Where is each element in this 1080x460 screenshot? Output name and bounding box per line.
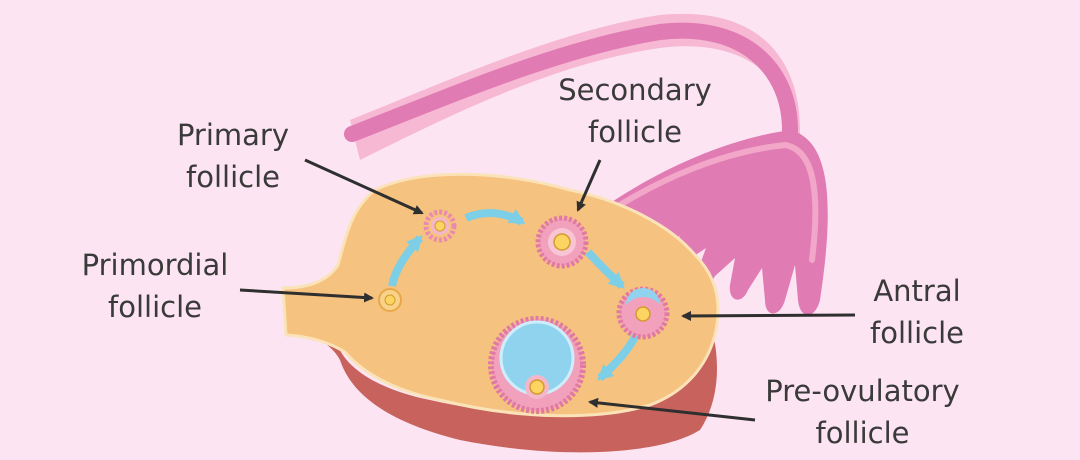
label-primary-follicle: Primary follicle (168, 114, 298, 198)
label-primordial-line2: follicle (108, 290, 202, 324)
primary-follicle (423, 209, 457, 243)
label-pointers (239, 158, 856, 422)
label-primordial-line1: Primordial (81, 248, 229, 282)
label-primary-line2: follicle (186, 160, 280, 194)
pointer-preovulatory (588, 397, 756, 422)
development-flow-arrows (388, 209, 640, 381)
pointer-secondary (576, 159, 602, 212)
flow-arrow-2 (464, 209, 526, 226)
primordial-follicle (378, 288, 402, 312)
ovary-body (281, 172, 720, 418)
secondary-follicle (535, 215, 589, 269)
label-antral-line2: follicle (870, 316, 964, 350)
pointer-primordial (239, 288, 374, 303)
pointer-primary (304, 158, 424, 215)
antral-follicle (616, 286, 670, 340)
label-antral-line1: Antral (873, 274, 961, 308)
flow-arrow-4 (597, 333, 640, 381)
ovary (281, 172, 720, 453)
label-preovulatory-follicle: Pre-ovulatory follicle (745, 370, 980, 454)
pointer-antral (681, 310, 856, 321)
label-primary-line1: Primary (176, 118, 290, 152)
label-secondary-line1: Secondary (558, 73, 712, 107)
flow-arrow-1 (388, 235, 423, 287)
fimbriae-highlight (612, 141, 819, 263)
label-antral-follicle: Antral follicle (852, 270, 982, 354)
fimbriae (600, 130, 828, 315)
flow-arrow-3 (585, 249, 625, 289)
fallopian-tube (344, 13, 828, 315)
label-secondary-follicle: Secondary follicle (545, 69, 725, 153)
label-secondary-line2: follicle (588, 115, 682, 149)
preovulatory-follicle (488, 316, 586, 414)
label-preovulatory-line2: follicle (815, 416, 910, 450)
label-preovulatory-line1: Pre-ovulatory (765, 374, 960, 408)
label-primordial-follicle: Primordial follicle (65, 244, 245, 328)
